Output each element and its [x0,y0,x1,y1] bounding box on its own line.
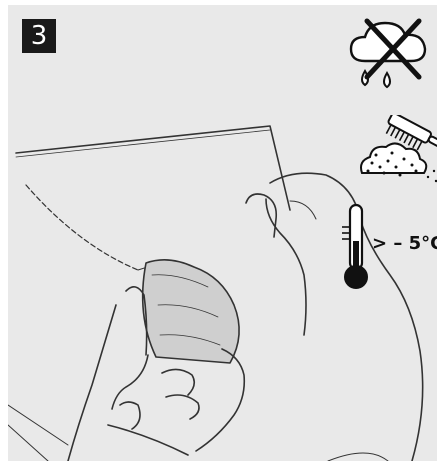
temperature-threshold-label: > – 5°C [372,233,437,254]
instruction-panel: 3 [8,5,437,461]
thermometer-icon [338,201,374,293]
cloud-rain-crossed-icon [343,15,433,93]
brush-removing-snow-icon [356,115,437,187]
step-number-badge: 3 [22,19,56,53]
